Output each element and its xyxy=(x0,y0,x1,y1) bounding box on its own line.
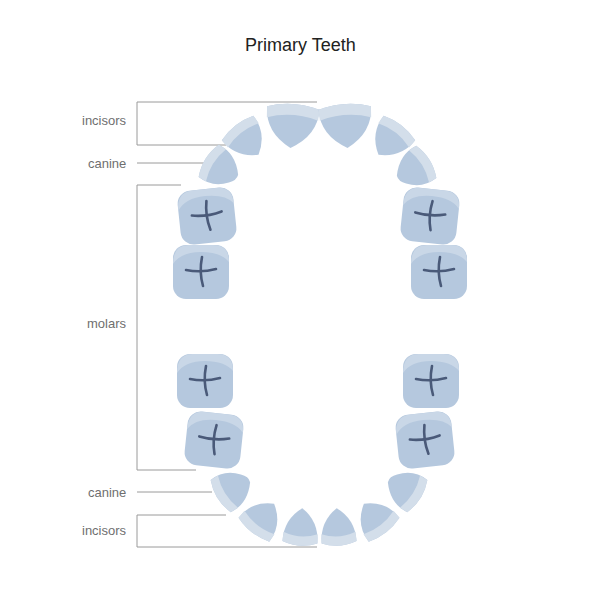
part-label: canine xyxy=(88,485,126,500)
leader-lines xyxy=(137,102,317,547)
upper-teeth xyxy=(173,102,467,299)
part-label: incisors xyxy=(82,523,126,538)
part-label: canine xyxy=(88,156,126,171)
lower-teeth xyxy=(177,354,459,547)
part-label: incisors xyxy=(82,113,126,128)
diagram-title: Primary Teeth xyxy=(245,35,356,56)
part-label: molars xyxy=(87,316,126,331)
